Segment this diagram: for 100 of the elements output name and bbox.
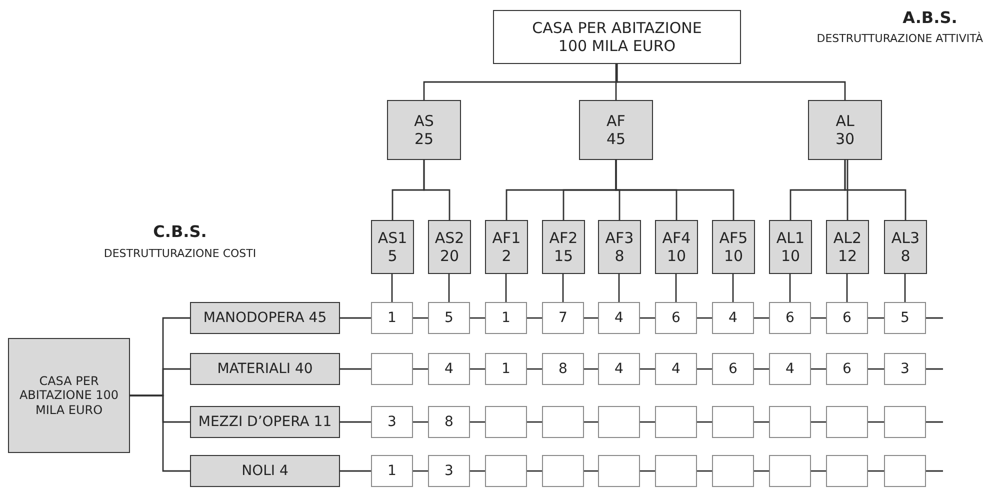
connector-line [584,421,598,423]
box-text: AS [414,112,434,130]
connector-line [868,368,884,370]
cost-cell [598,455,640,487]
box-text: 4 [614,310,624,326]
cost-cell [542,406,584,438]
connector-line [697,470,712,472]
connector-line [926,421,943,423]
cost-cell [428,406,470,438]
cost-cell [485,455,527,487]
box-text: AF5 [719,229,748,247]
connector-line [413,470,428,472]
connector-line [340,368,371,370]
cost-cell [598,302,640,334]
cost-cell [769,353,811,385]
cost-cell [485,406,527,438]
connector-line [868,470,884,472]
connector-line [584,368,598,370]
box-text: 2 [502,247,512,265]
cost-cell [542,455,584,487]
heading: C.B.S. [152,222,208,241]
connector-line [904,274,906,302]
box-text: NOLI 4 [242,462,288,480]
cost-cell [712,455,754,487]
box-text: 4 [786,360,794,378]
connector-line [527,421,542,423]
connector-line [527,368,542,370]
connector-line [844,160,906,220]
cost-cell [826,302,868,334]
activity-box [371,220,414,274]
project-box [493,10,741,64]
activity-box [769,220,812,274]
connector-line [640,470,655,472]
box-text: CASA PER ABITAZIONE 100 MILA EURO [531,19,703,55]
connector-line [340,317,371,319]
box-text: 6 [728,360,738,378]
cost-cell [884,353,926,385]
box-text: 6 [842,310,852,326]
cost-cell [712,353,754,385]
connector-line [527,317,542,319]
box-text: 4 [672,360,680,378]
cost-cell [371,353,413,385]
box-text: 1 [502,360,510,378]
connector-line [811,317,826,319]
connector-line [562,274,564,302]
subheading: DESTRUTTURAZIONE COSTI [102,247,258,260]
connector-line [754,368,769,370]
connector-line [527,470,542,472]
box-text: AL [836,112,854,130]
box-text: MEZZI D’OPERA 11 [198,414,332,430]
connector-line [846,274,848,302]
cost-cell [542,302,584,334]
connector-line [811,421,826,423]
connector-line [340,421,371,423]
connector-line [697,368,712,370]
cost-cell [884,406,926,438]
box-text: 5 [444,310,454,326]
connector-line [413,421,428,423]
box-text: 1 [502,310,510,326]
box-text: 3 [388,414,396,430]
box-text: 10 [666,247,686,265]
connector-line [789,274,791,302]
box-text: 8 [900,247,910,265]
connector-line [448,274,450,302]
box-text: 6 [842,360,852,378]
box-text: AL2 [833,229,862,247]
connector-line [615,160,734,220]
box-text: 7 [558,310,568,326]
connector-line [616,64,846,100]
box-text: 5 [900,310,910,326]
connector-line [413,317,428,319]
cost-cell [712,406,754,438]
cost-cell [884,455,926,487]
box-text: MATERIALI 40 [217,360,313,378]
connector-line [640,368,655,370]
connector-line [640,421,655,423]
cost-cell [371,455,413,487]
box-text: 45 [606,130,626,148]
connector-line [732,274,734,302]
box-text: 10 [780,247,800,265]
connector-line [470,470,485,472]
box-text: 30 [835,130,855,148]
box-text: 6 [672,310,680,326]
connector-line [615,64,617,100]
cost-category-box [190,406,340,438]
connector-line [926,368,943,370]
heading: A.B.S. [902,8,958,27]
cost-cell [598,353,640,385]
connector-line [754,317,769,319]
box-text: 20 [440,247,460,265]
cost-cell [884,302,926,334]
cost-cell [371,302,413,334]
activity-box [598,220,641,274]
connector-line [754,421,769,423]
cost-cell [485,302,527,334]
box-text: MANODOPERA 45 [203,310,327,326]
activity-box [826,220,869,274]
connector-line [470,368,485,370]
box-text: 3 [444,462,454,480]
connector-line [926,470,943,472]
